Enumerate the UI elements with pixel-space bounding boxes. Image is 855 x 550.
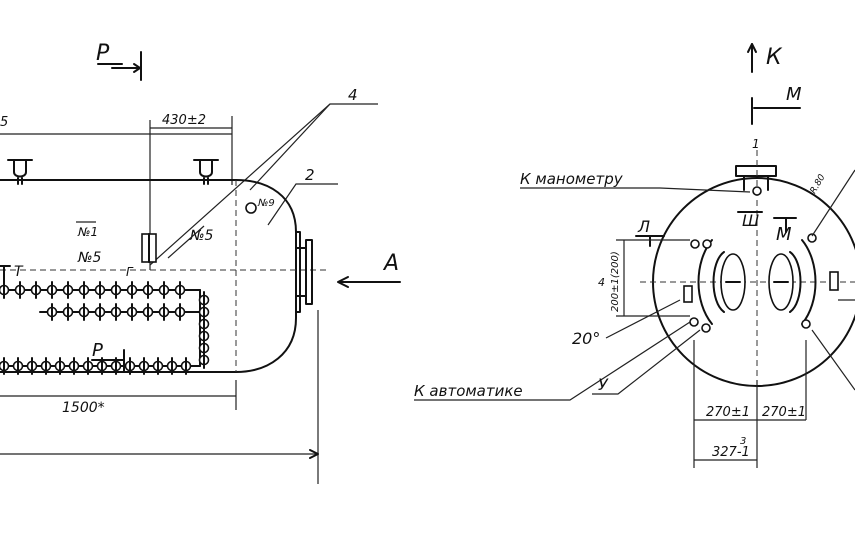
inner-arc-right (789, 251, 802, 313)
dim-vertical: 200±1(200) (610, 251, 621, 312)
nozzle-5-label-b: №5 (189, 228, 214, 244)
callout-2-leader (267, 183, 338, 226)
callout-2: 2 (305, 166, 315, 184)
dim-r80: R.80 (809, 173, 828, 196)
callout-4: 4 (348, 86, 358, 104)
top-nozzle-right (193, 159, 219, 185)
vessel-shell (0, 179, 297, 373)
angle-leader (605, 299, 681, 339)
small-nozzle-right (829, 271, 839, 291)
end-flange (305, 239, 313, 305)
view-m-label: М (786, 84, 802, 105)
dim-327: 327-1 (712, 445, 750, 460)
dim-1500: 1500* (62, 400, 105, 416)
side-view: Р 5 430±2 4 2 А (0, 41, 401, 484)
bolt-circles (0, 281, 210, 375)
mark-t: Т (14, 264, 24, 280)
to-automatics-leader (414, 321, 691, 401)
view-k-label: К (766, 45, 783, 70)
mark-m: М (776, 224, 792, 245)
mark-g: Г (126, 265, 134, 279)
end-flange-inner (295, 231, 301, 313)
nozzle-9-circle (245, 202, 257, 214)
small-nozzle-left (683, 285, 693, 303)
dim-430: 430±2 (162, 113, 206, 128)
dim-270-right: 270±1 (762, 405, 806, 420)
to-manometer-leader (520, 187, 751, 193)
mark-l: Л (637, 217, 650, 236)
top-nozzle-left (7, 159, 33, 185)
item-1: 1 (752, 137, 760, 151)
end-view: К М 1 К манометру К автомати (414, 43, 855, 470)
view-a-label: А (382, 251, 399, 276)
mark-sh: Ш (742, 211, 759, 230)
nozzle-1-label: №1 (77, 225, 98, 239)
to-manometer: К манометру (520, 170, 624, 188)
dim-small: 4 (598, 276, 605, 289)
view-a-arrowhead (337, 276, 349, 288)
inner-arc-left (712, 251, 725, 313)
nozzle-5-label-a: №5 (77, 250, 102, 266)
dim-327-sup: 3 (740, 436, 746, 447)
section-p-inner: Р (92, 340, 103, 361)
mark-u: У (598, 375, 609, 394)
nozzle-9-label: №9 (257, 198, 275, 209)
to-automatics: К автоматике (414, 382, 523, 400)
top-flange (735, 165, 777, 177)
section-p-label: Р (96, 41, 110, 66)
dim-top-partial: 5 (0, 115, 8, 130)
nozzle-5-leader (167, 225, 205, 259)
angle-20: 20° (572, 329, 600, 348)
dim-270-left: 270±1 (706, 405, 750, 420)
callout-4-leader-b (249, 103, 331, 191)
